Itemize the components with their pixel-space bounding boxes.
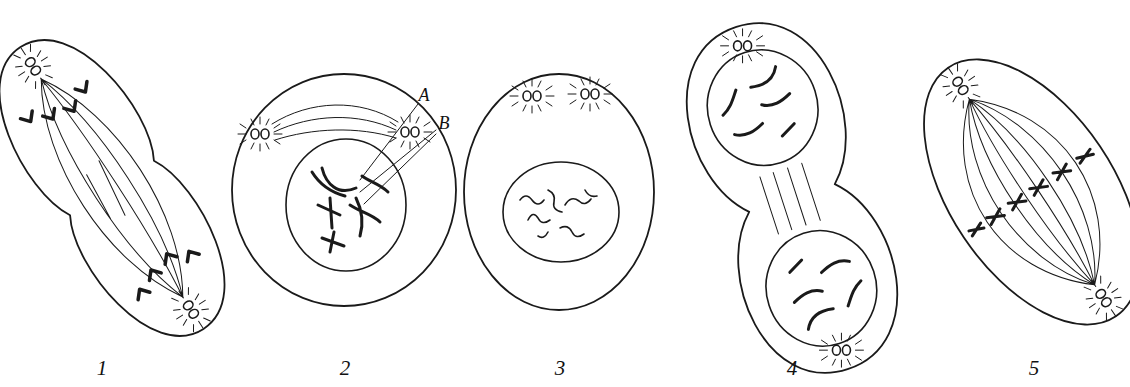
callout-number: 3 — [555, 358, 566, 379]
prophase-cell — [232, 74, 456, 306]
interphase-cell — [464, 74, 654, 310]
callout-number: 1 — [97, 358, 108, 379]
part-label: B — [439, 114, 450, 132]
callout-number: 4 — [787, 358, 798, 379]
callout-number: 5 — [1029, 358, 1040, 379]
telophase-cell — [663, 0, 922, 387]
callout-number: 2 — [340, 358, 351, 379]
metaphase-cell — [880, 22, 1130, 362]
anaphase-cell — [0, 13, 256, 363]
part-label: A — [419, 86, 430, 104]
